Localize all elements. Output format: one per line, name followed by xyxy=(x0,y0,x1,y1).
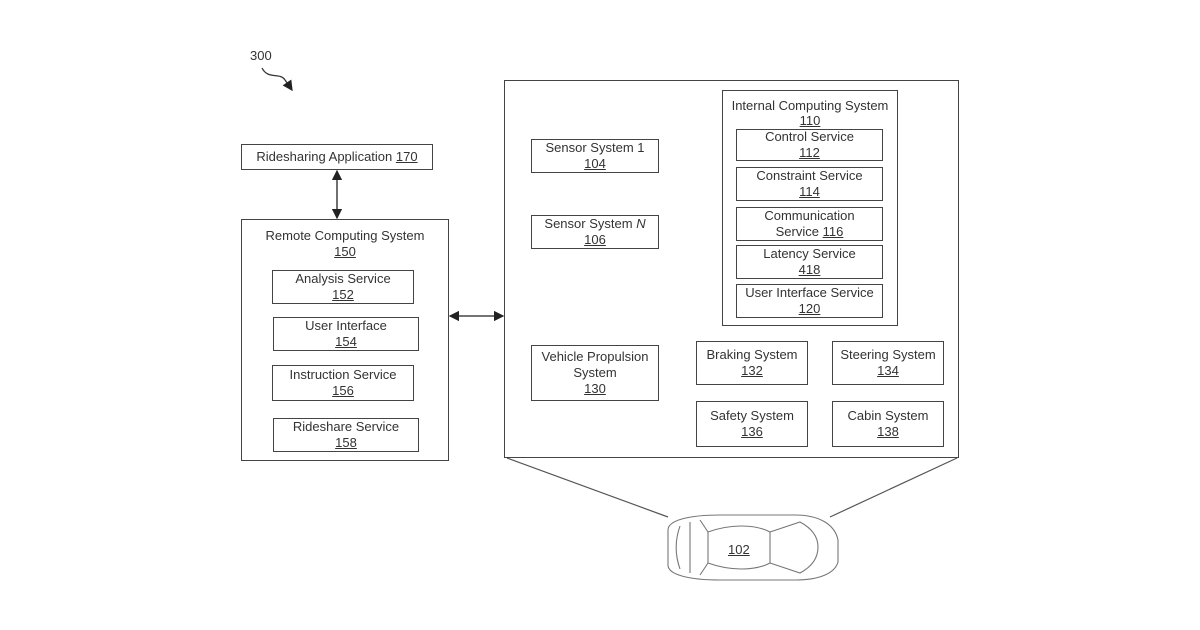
instruction-service-num: 156 xyxy=(332,383,354,399)
braking-system-label: Braking System xyxy=(706,347,797,363)
control-service-label: Control Service xyxy=(765,129,854,145)
communication-service-label2: Service xyxy=(776,224,819,239)
latency-service-label: Latency Service xyxy=(763,246,856,262)
user-interface-service-num: 120 xyxy=(799,301,821,317)
analysis-service-box: Analysis Service 152 xyxy=(272,270,414,304)
steering-system-label: Steering System xyxy=(840,347,935,363)
zoom-line-left xyxy=(507,458,668,517)
rideshare-service-label: Rideshare Service xyxy=(293,419,399,435)
vehicle-propulsion-label2: System xyxy=(573,365,616,381)
analysis-service-num: 152 xyxy=(332,287,354,303)
vehicle-propulsion-label: Vehicle Propulsion xyxy=(542,349,649,365)
sensor-system-1-num: 104 xyxy=(584,156,606,172)
steering-system-box: Steering System 134 xyxy=(832,341,944,385)
zoom-line-right xyxy=(830,458,957,517)
communication-service-line2: Service 116 xyxy=(776,224,844,240)
rideshare-service-box: Rideshare Service 158 xyxy=(273,418,419,452)
remote-computing-system-title: Remote Computing System xyxy=(242,228,448,244)
constraint-service-box: Constraint Service 114 xyxy=(736,167,883,201)
sensor-system-1-label: Sensor System 1 xyxy=(546,140,645,156)
vehicle-propulsion-num: 130 xyxy=(584,381,606,397)
cabin-system-num: 138 xyxy=(877,424,899,440)
figure-ref-label: 300 xyxy=(250,48,272,63)
remote-computing-system-box: Remote Computing System 150 Analysis Ser… xyxy=(241,219,449,461)
communication-service-num: 116 xyxy=(823,224,844,239)
steering-system-num: 134 xyxy=(877,363,899,379)
instruction-service-box: Instruction Service 156 xyxy=(272,365,414,401)
sensor-system-n-label-line: Sensor System N xyxy=(544,216,645,232)
safety-system-num: 136 xyxy=(741,424,763,440)
vehicle-propulsion-system-box: Vehicle Propulsion System 130 xyxy=(531,345,659,401)
safety-system-label: Safety System xyxy=(710,408,794,424)
communication-service-label: Communication xyxy=(764,208,854,224)
latency-service-num: 418 xyxy=(799,262,821,278)
safety-system-box: Safety System 136 xyxy=(696,401,808,447)
braking-system-box: Braking System 132 xyxy=(696,341,808,385)
sensor-system-1-box: Sensor System 1 104 xyxy=(531,139,659,173)
communication-service-box: Communication Service 116 xyxy=(736,207,883,241)
control-service-box: Control Service 112 xyxy=(736,129,883,161)
internal-computing-system-num: 110 xyxy=(723,113,897,129)
ridesharing-application-label: Ridesharing Application xyxy=(256,149,392,164)
user-interface-service-label: User Interface Service xyxy=(745,285,874,301)
sensor-system-n-num: 106 xyxy=(584,232,606,248)
cabin-system-box: Cabin System 138 xyxy=(832,401,944,447)
constraint-service-label: Constraint Service xyxy=(756,168,862,184)
constraint-service-num: 114 xyxy=(799,184,820,200)
sensor-system-n-italic: N xyxy=(636,216,645,231)
user-interface-label: User Interface xyxy=(305,318,387,334)
vehicle-num: 102 xyxy=(728,542,750,557)
user-interface-box: User Interface 154 xyxy=(273,317,419,351)
braking-system-num: 132 xyxy=(741,363,763,379)
analysis-service-label: Analysis Service xyxy=(295,271,390,287)
user-interface-num: 154 xyxy=(335,334,357,350)
ridesharing-application-num: 170 xyxy=(396,149,418,164)
sensor-system-n-box: Sensor System N 106 xyxy=(531,215,659,249)
instruction-service-label: Instruction Service xyxy=(290,367,397,383)
internal-computing-system-title: Internal Computing System xyxy=(723,98,897,114)
internal-computing-system-box: Internal Computing System 110 Control Se… xyxy=(722,90,898,326)
latency-service-box: Latency Service 418 xyxy=(736,245,883,279)
sensor-system-n-label: Sensor System xyxy=(544,216,632,231)
cabin-system-label: Cabin System xyxy=(848,408,929,424)
control-service-num: 112 xyxy=(799,145,820,161)
rideshare-service-num: 158 xyxy=(335,435,357,451)
car-icon xyxy=(668,515,838,580)
remote-computing-system-num: 150 xyxy=(242,244,448,260)
user-interface-service-box: User Interface Service 120 xyxy=(736,284,883,318)
ridesharing-application-box: Ridesharing Application 170 xyxy=(241,144,433,170)
figure-ref-arrow xyxy=(262,68,292,90)
